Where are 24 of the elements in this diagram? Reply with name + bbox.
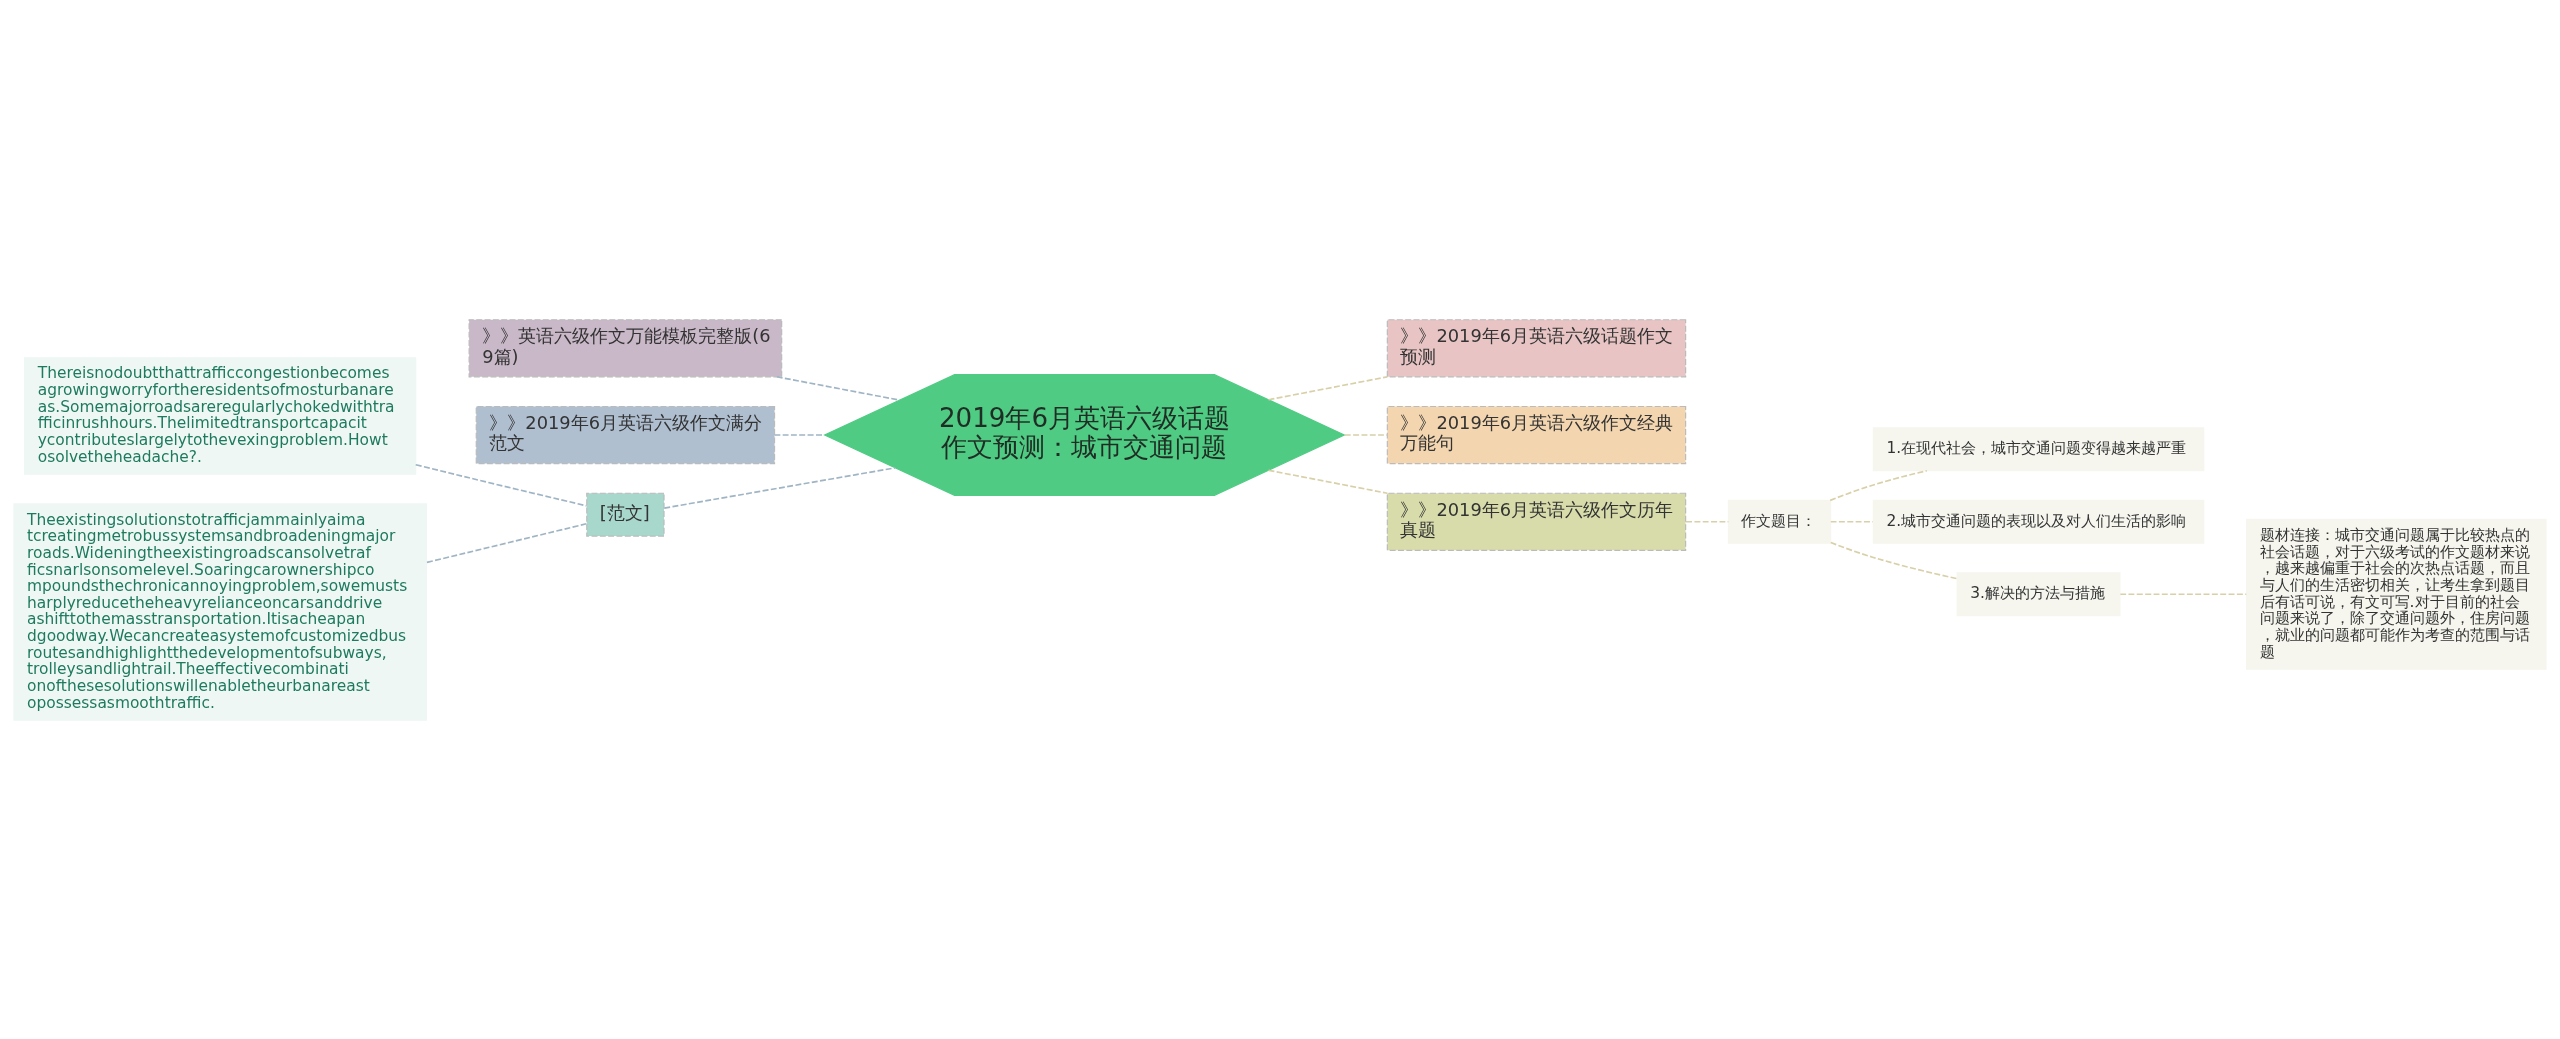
connector bbox=[2119, 592, 2248, 595]
node-box: 3.解决的方法与措施 bbox=[1956, 571, 2121, 616]
connector bbox=[1829, 541, 1958, 580]
connector bbox=[1343, 433, 1388, 436]
node-box: 》》2019年6月英语六级话题作文预测 bbox=[1386, 318, 1687, 377]
connector bbox=[1829, 520, 1874, 523]
node-box: 》》2019年6月英语六级作文历年真题 bbox=[1386, 492, 1687, 551]
node-box: Theexistingsolutionstotrafficjammainlyaimatcreatingmetrobussystemsandbroadeningmajorroads.Wideningtheexistingroadscansolvetrafficsnarlsonsomelevel.Soaringcarownershipcompoundsthechronicannoyingproblem,sowemustsharplyreducetheheavyrelianceoncarsanddriveashifttothemasstransportation.Itisacheapandgoodway.Wecancreateasystemofcustomizedbusroutesandhighlightthedevelopmentofsubways,trolleysandlightrail.Theeffectivecombinationofthesesolutionswillenabletheurbanareastopossessasmoothtraffic. bbox=[13, 502, 427, 721]
connector bbox=[1829, 469, 1928, 501]
node-box: 》》英语六级作文万能模板完整版(69篇) bbox=[468, 318, 783, 377]
node-box: 作文题目： bbox=[1727, 499, 1832, 544]
connector bbox=[663, 466, 896, 509]
connector bbox=[1267, 375, 1389, 401]
node-box: 2.城市交通问题的表现以及对人们生活的影响 bbox=[1872, 499, 2205, 544]
node-box: 1.在现代社会，城市交通问题变得越来越严重 bbox=[1872, 426, 2205, 471]
node-box: 》》2019年6月英语六级作文经典万能句 bbox=[1386, 405, 1687, 464]
connector bbox=[426, 522, 588, 563]
node-box: [范文] bbox=[586, 492, 665, 537]
node-box: Thereisnodoubtthattrafficcongestionbecomesagrowingworryfortheresidentsofmosturbanareas.Somemajorroadsareregularlychokedwithtrafficinrushhours.Thelimitedtransportcapacitycontributeslargelytothevexingproblem.Howtosolvetheheadache?. bbox=[24, 356, 417, 475]
node-box: 题材连接：城市交通问题属于比较热点的社会话题，对于六级考试的作文题材来说，越来越偏重于社会的次热点话题，而且与人们的生活密切相关，让考生拿到题目后有话可说，有文可写.对于目前的社会问题来说了，除了交通问题外，住房问题，就业的问题都可能作为考查的范围与话题 bbox=[2245, 518, 2547, 670]
connector bbox=[1267, 469, 1389, 494]
connector bbox=[414, 463, 588, 507]
connector bbox=[775, 375, 901, 401]
node-box: 》》2019年6月英语六级作文满分范文 bbox=[475, 405, 776, 464]
